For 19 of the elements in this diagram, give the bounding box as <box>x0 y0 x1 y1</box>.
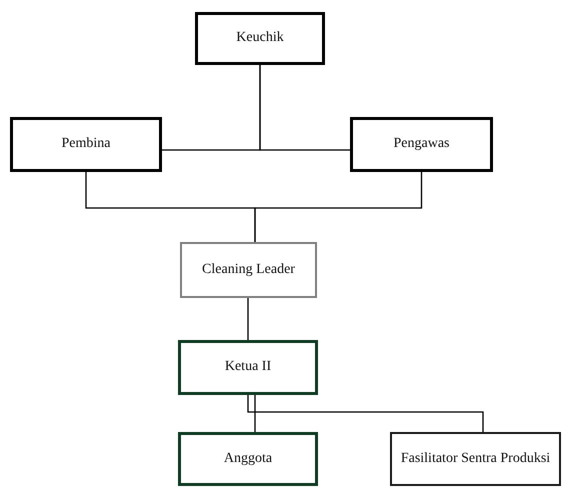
box-label: Pengawas <box>394 135 450 154</box>
connector-line <box>254 395 256 432</box>
box-label: Cleaning Leader <box>202 260 295 279</box>
connector-line <box>247 395 484 432</box>
org-box <box>195 12 325 65</box>
box-label: Fasilitator Sentra Produksi <box>400 450 550 468</box>
org-box <box>180 242 317 298</box>
box-label: Anggota <box>224 450 272 468</box>
box-label: Ketua II <box>224 358 272 376</box>
org-box <box>10 117 162 172</box>
org-box <box>390 432 561 486</box>
connector-line <box>254 172 422 242</box>
box-label: Keuchik <box>236 29 284 48</box>
org-box <box>178 432 318 486</box>
box-label: Pembina <box>62 135 110 154</box>
org-box <box>178 340 318 395</box>
connector-line <box>247 298 249 340</box>
org-box <box>350 117 493 172</box>
connector-line <box>259 65 350 151</box>
